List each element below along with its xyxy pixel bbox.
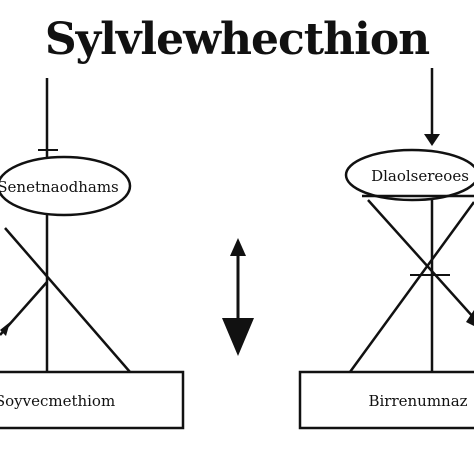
right-diagonal-down [367,199,474,319]
double-arrow-vertical-icon [222,238,254,356]
diagram-title: Sylvlewhecthion [44,14,430,65]
right-ellipse-label: Dlaolsereoes [371,167,469,185]
left-ellipse-label: Senetnaodhams [0,178,119,196]
right-diagonal-up [348,201,474,373]
left-diagonal-down [4,227,131,373]
right-box-node [298,370,474,430]
left-ellipse-node [0,155,132,217]
left-box-node [0,370,185,430]
right-branch-arrowhead [466,310,474,326]
left-structure: Senetnaodhams Soyvecmethiom [0,78,185,430]
right-top-arrowhead [424,134,440,146]
right-structure: Dlaolsereoes Birrenumnaz [298,68,474,430]
right-box-label: Birrenumnaz [368,392,467,410]
right-ellipse-node [344,148,474,202]
left-box-label: Soyvecmethiom [0,392,115,410]
left-branch-arrowhead [0,322,10,336]
